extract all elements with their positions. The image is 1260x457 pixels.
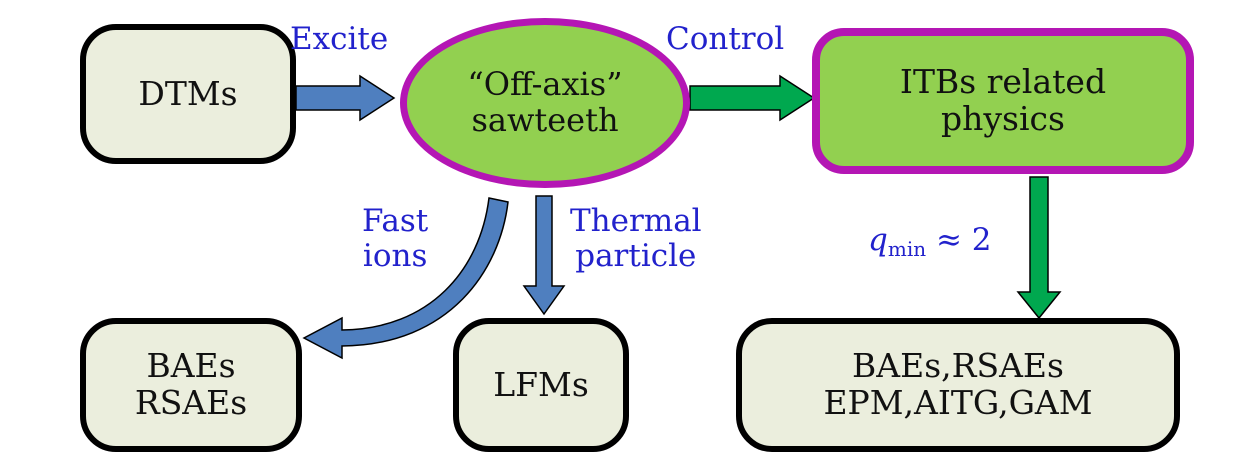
qmin-symbol: q [868,222,888,258]
excite-text: Excite [290,21,389,57]
baes-rsaes-box: BAEs RSAEs [80,318,302,452]
qmin-arrow [1016,176,1062,320]
itbs-label: ITBs related [899,62,1107,102]
control-label: Control [666,22,784,57]
control-arrow [689,74,816,122]
qmin-subscript: min [887,237,927,261]
sawteeth-label: sawteeth [471,101,619,139]
fast-ions-arrow [302,197,509,360]
itbs-physics-box: ITBs related physics [812,28,1194,174]
modes-line-1: BAEs,RSAEs [852,346,1064,386]
particle-text: particle [575,237,697,274]
modes-line-2: EPM,AITG,GAM [823,383,1093,422]
modes-box: BAEs,RSAEs EPM,AITG,GAM [736,318,1180,452]
lfms-label: LFMs [493,364,589,404]
thermal-particle-arrow [522,195,566,316]
ions-text: ions [362,237,428,274]
excite-label: Excite [290,22,388,57]
rsaes-label: RSAEs [134,383,248,422]
off-axis-label: “Off-axis” [467,65,623,104]
baes-label: BAEs [146,346,236,386]
excite-arrow [295,74,396,122]
dtms-label: DTMs [138,73,238,113]
qmin-label: qmin ≈ 2 [868,222,992,261]
thermal-particle-label: Thermal particle [570,204,702,273]
lfms-box: LFMs [453,318,629,452]
qmin-relation: ≈ 2 [926,222,992,258]
fast-ions-label: Fast ions [362,204,428,273]
control-text: Control [666,21,785,57]
dtms-box: DTMs [80,24,296,164]
off-axis-sawteeth-ellipse: “Off-axis” sawteeth [400,18,690,188]
physics-label: physics [941,99,1065,138]
fast-text: Fast [362,203,429,239]
thermal-text: Thermal [570,203,702,239]
